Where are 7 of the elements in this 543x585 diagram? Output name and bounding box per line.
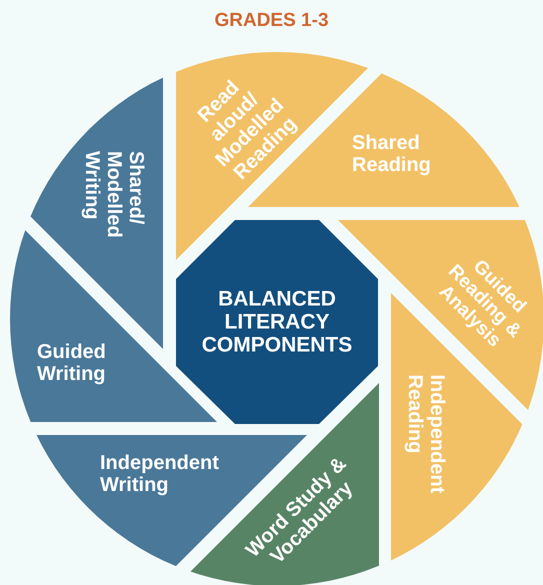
diagram-title: GRADES 1-3 xyxy=(213,10,330,32)
segment-label: Shared/ Modelled Writing xyxy=(81,151,147,240)
segment-label: Independent Reading xyxy=(404,374,448,496)
segment-label: Shared Reading xyxy=(352,132,432,176)
segment-label: BALANCED LITERACY COMPONENTS xyxy=(200,287,354,357)
segment-label: Guided Writing xyxy=(37,341,107,385)
segment-label: Independent Writing xyxy=(100,452,220,496)
